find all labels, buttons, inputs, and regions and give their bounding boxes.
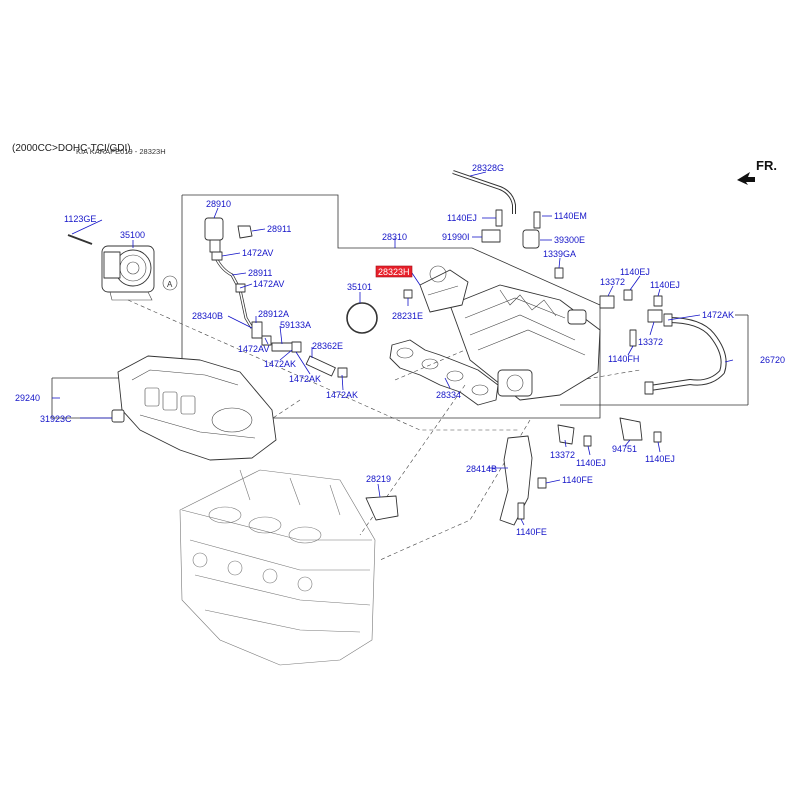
diagram-reference: KIA KARAPE019 - 28323H: [76, 147, 166, 156]
label-1140EJ-e[interactable]: 1140EJ: [645, 454, 675, 464]
hose-clamp-a: [211, 251, 223, 261]
ref-circle-a-letter: A: [167, 280, 173, 289]
hose-clamp-e: [337, 367, 348, 378]
label-28231E[interactable]: 28231E: [392, 311, 423, 321]
bolt-1339GA: [554, 267, 564, 279]
bracket-13372b: [647, 309, 663, 323]
label-28910[interactable]: 28910: [206, 199, 231, 209]
label-1140FE-a[interactable]: 1140FE: [562, 475, 593, 485]
label-35101[interactable]: 35101: [347, 282, 372, 292]
bolt-1140FH: [629, 329, 637, 347]
label-28340B[interactable]: 28340B: [192, 311, 223, 321]
bolt-1140FEb: [517, 502, 525, 520]
label-28911-a[interactable]: 28911: [267, 224, 291, 234]
label-13372-a[interactable]: 13372: [600, 277, 625, 287]
label-28911-b[interactable]: 28911: [248, 268, 272, 278]
label-1339GA[interactable]: 1339GA: [543, 249, 576, 259]
bolt-1140EJa: [495, 209, 503, 227]
purge-valve: [204, 217, 253, 253]
label-28328G[interactable]: 28328G: [472, 163, 504, 173]
label-1472AV-b[interactable]: 1472AV: [253, 279, 284, 289]
bolt-1123GE: [67, 234, 93, 245]
bolt-28231E: [403, 289, 413, 299]
label-1140FH[interactable]: 1140FH: [608, 354, 639, 364]
label-28912A[interactable]: 28912A: [258, 309, 289, 319]
label-1472AK-c[interactable]: 1472AK: [326, 390, 358, 400]
label-29240[interactable]: 29240: [15, 393, 40, 403]
label-1140EJ-b[interactable]: 1140EJ: [620, 267, 650, 277]
label-1472AV-a[interactable]: 1472AV: [242, 248, 273, 258]
bracket-28414B: [499, 435, 533, 526]
hose-28362E: [305, 355, 336, 377]
water-hose-inner: [649, 318, 726, 390]
label-28362E[interactable]: 28362E: [312, 341, 343, 351]
label-1472AK-b[interactable]: 1472AK: [289, 374, 321, 384]
throttle-body: [101, 245, 155, 301]
cap-31923C: [111, 409, 125, 423]
bolt-1140EJd: [583, 435, 592, 447]
bolt-1140EJc: [653, 295, 663, 307]
pcv-pipe-inner: [452, 171, 515, 214]
label-26720[interactable]: 26720: [760, 355, 785, 365]
label-94751[interactable]: 94751: [612, 444, 637, 454]
label-1140FE-b[interactable]: 1140FE: [516, 527, 547, 537]
guide-line-c: [359, 384, 466, 536]
bolt-1140EJe: [653, 431, 662, 443]
label-31923C[interactable]: 31923C: [40, 414, 72, 424]
intake-manifold: [449, 284, 601, 401]
ref-circle-a: [162, 275, 178, 291]
bracket-13372c: [557, 424, 575, 445]
label-1140EJ-c[interactable]: 1140EJ: [650, 280, 680, 290]
check-valve-28912A: [251, 321, 263, 339]
label-91990I[interactable]: 91990I: [442, 232, 470, 242]
gasket-35101: [346, 302, 378, 334]
hose-clamp-g: [644, 381, 654, 395]
label-1140EM[interactable]: 1140EM: [554, 211, 587, 221]
bracket-91990I: [481, 229, 501, 243]
engine-cover: [117, 355, 277, 461]
manifold-gasket: [389, 339, 499, 406]
sensor-94751: [619, 417, 643, 441]
label-1140EJ-a[interactable]: 1140EJ: [447, 213, 477, 223]
label-28323H[interactable]: 28323H: [378, 267, 410, 277]
label-1123GE[interactable]: 1123GE: [64, 214, 96, 224]
front-arrow-icon: [737, 172, 755, 185]
label-1472AK-d[interactable]: 1472AK: [702, 310, 734, 320]
label-28310[interactable]: 28310: [382, 232, 407, 242]
guide-line-a: [127, 299, 520, 431]
label-39300E[interactable]: 39300E: [554, 235, 585, 245]
bolt-1140EJb: [623, 289, 633, 301]
label-13372-b[interactable]: 13372: [638, 337, 663, 347]
hose-clamp-d: [291, 341, 302, 353]
bolt-1140EM: [533, 211, 541, 229]
pcv-pipe: [452, 170, 516, 214]
label-59133A[interactable]: 59133A: [280, 320, 311, 330]
label-1472AK-a[interactable]: 1472AK: [264, 359, 296, 369]
guide-line-f: [394, 349, 466, 381]
heat-shield-28219: [365, 495, 399, 521]
highlight-28323H: [375, 265, 413, 278]
diagram-title: (2000CC>DOHC-TCI/GDI): [12, 143, 131, 154]
front-direction-label: FR.: [756, 158, 777, 173]
label-35100[interactable]: 35100: [120, 230, 145, 240]
bolt-1140FEa: [537, 477, 547, 489]
sensor-39300E: [522, 229, 540, 249]
label-28414B[interactable]: 28414B: [466, 464, 497, 474]
part-labels: 28328G 1123GE 35100 28910 28911 1472AV 2…: [15, 163, 785, 537]
guide-line-e: [579, 369, 641, 381]
label-13372-c[interactable]: 13372: [550, 450, 575, 460]
label-1472AV-c[interactable]: 1472AV: [238, 344, 269, 354]
engine-block: [179, 469, 376, 666]
label-1140EJ-d[interactable]: 1140EJ: [576, 458, 606, 468]
actuator-28323H: [403, 265, 469, 313]
bracket-13372a: [599, 295, 615, 309]
label-28219[interactable]: 28219: [366, 474, 391, 484]
label-28334[interactable]: 28334: [436, 390, 461, 400]
leader-lines: [52, 171, 734, 526]
